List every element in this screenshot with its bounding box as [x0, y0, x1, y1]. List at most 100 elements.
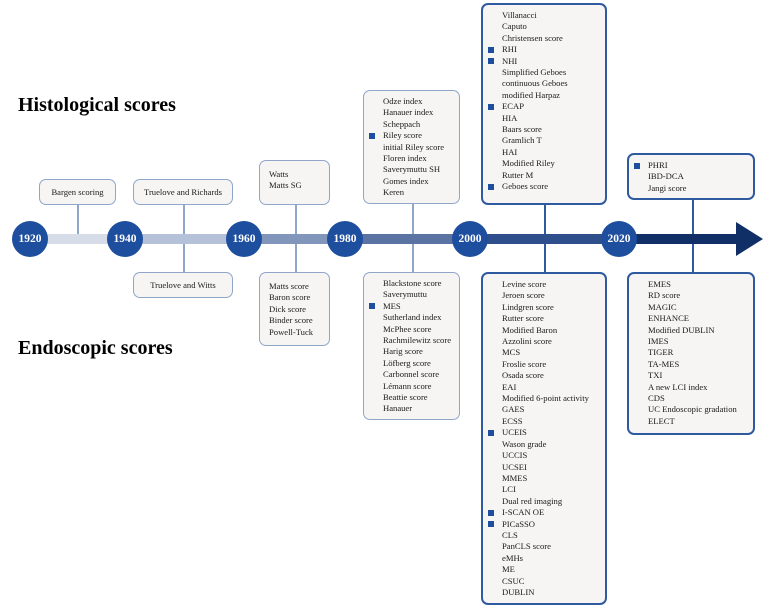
score-item: DUBLIN — [483, 587, 605, 598]
score-item: Jangi score — [629, 183, 753, 194]
score-item: Löfberg score — [364, 358, 459, 369]
score-label: EMES — [648, 279, 671, 289]
score-label: Levine score — [502, 279, 547, 289]
score-item: McPhee score — [364, 324, 459, 335]
timeline-segment — [30, 234, 130, 244]
score-item: Froslie score — [483, 359, 605, 370]
score-label: UCCIS — [502, 450, 528, 461]
score-label: Simplified Geboes — [502, 67, 567, 78]
score-item: Keren — [364, 187, 459, 198]
timeline-segment — [625, 234, 738, 244]
score-label: Binder score — [269, 315, 313, 326]
score-item: Baron score — [260, 292, 329, 303]
score-label: Azzolini score — [502, 336, 552, 347]
score-label: PanCLS score — [502, 541, 551, 552]
connector-line — [412, 244, 414, 272]
score-label: Harig score — [383, 346, 423, 357]
year-marker: 1960 — [226, 221, 262, 257]
score-item: Lémann score — [364, 381, 459, 392]
score-label: I-SCAN OE — [502, 507, 545, 518]
score-label: Modified Riley — [502, 158, 555, 169]
score-label: Riley score — [383, 130, 422, 141]
score-item: Lindgren score — [483, 302, 605, 313]
score-label: Lémann score — [383, 380, 432, 391]
score-label: IMES — [648, 336, 669, 347]
score-label: TIGER — [648, 347, 674, 358]
score-label: EAI — [502, 381, 517, 392]
score-item: Matts SG — [260, 180, 329, 191]
score-label: Sutherland index — [383, 312, 442, 323]
score-item: LCI — [483, 484, 605, 495]
connector-line — [77, 205, 79, 234]
score-item: Floren index — [364, 153, 459, 164]
score-item: IMES — [629, 336, 753, 347]
year-marker: 1980 — [327, 221, 363, 257]
score-label: MCS — [502, 347, 521, 358]
score-label: Baron score — [269, 292, 311, 303]
score-item: Binder score — [260, 315, 329, 326]
score-item: UCEIS — [483, 427, 605, 438]
score-label: Rutter score — [502, 313, 544, 324]
highlight-square-icon — [488, 103, 494, 110]
score-label: UCEIS — [502, 427, 527, 438]
histological-score-box: Truelove and Richards — [133, 179, 233, 205]
score-label: A new LCI index — [648, 381, 708, 392]
score-label: Froslie score — [502, 358, 547, 369]
score-item: Villanacci — [483, 10, 605, 21]
score-label: Geboes score — [502, 181, 549, 192]
score-label: Löfberg score — [383, 357, 431, 368]
score-label: Scheppach — [383, 118, 421, 129]
connector-line — [183, 205, 185, 234]
score-item: eMHs — [483, 553, 605, 564]
score-item: MCS — [483, 347, 605, 358]
score-label: Carbonnel score — [383, 369, 440, 380]
score-label: Watts — [269, 169, 289, 179]
score-label: MES — [383, 300, 401, 311]
score-item: Wason grade — [483, 439, 605, 450]
score-label: Dual red imaging — [502, 495, 563, 506]
score-item: TIGER — [629, 347, 753, 358]
connector-line — [692, 244, 694, 272]
score-item: MES — [364, 301, 459, 312]
score-item: Sutherland index — [364, 312, 459, 323]
score-item: Hanauer index — [364, 107, 459, 118]
score-item: Jeroen score — [483, 290, 605, 301]
score-label: Gramlich T — [502, 135, 542, 146]
score-label: IBD-DCA — [648, 171, 684, 182]
score-label: McPhee score — [383, 323, 432, 334]
score-item: Geboes score — [483, 181, 605, 192]
score-item: UC Endoscopic gradation — [629, 404, 753, 415]
score-item: HIA — [483, 113, 605, 124]
score-label: HIA — [502, 112, 518, 123]
score-label: initial Riley score — [383, 141, 445, 152]
score-item: PHRI — [629, 160, 753, 171]
highlight-square-icon — [488, 429, 494, 436]
score-item: Beattie score — [364, 392, 459, 403]
score-item: continuous Geboes — [483, 78, 605, 89]
score-label: Wason grade — [502, 438, 547, 449]
year-marker: 2000 — [452, 221, 488, 257]
score-item: ENHANCE — [629, 313, 753, 324]
endoscopic-score-box: Truelove and Witts — [133, 272, 233, 298]
score-item: CLS — [483, 530, 605, 541]
score-label: continuous Geboes — [502, 78, 568, 89]
year-marker: 1920 — [12, 221, 48, 257]
score-item: EMES — [629, 279, 753, 290]
histological-score-box: Bargen scoring — [39, 179, 116, 205]
score-item: MAGIC — [629, 302, 753, 313]
score-label: Odze index — [383, 96, 423, 106]
score-label: Hanauer — [383, 403, 413, 414]
score-label: Matts score — [269, 281, 309, 291]
score-label: Villanacci — [502, 10, 537, 20]
score-item: Dual red imaging — [483, 496, 605, 507]
score-label: CLS — [502, 529, 518, 540]
score-label: Baars score — [502, 124, 542, 135]
score-item: Rachmilewitz score — [364, 335, 459, 346]
score-label: Truelove and Witts — [150, 280, 216, 290]
score-item: A new LCI index — [629, 382, 753, 393]
